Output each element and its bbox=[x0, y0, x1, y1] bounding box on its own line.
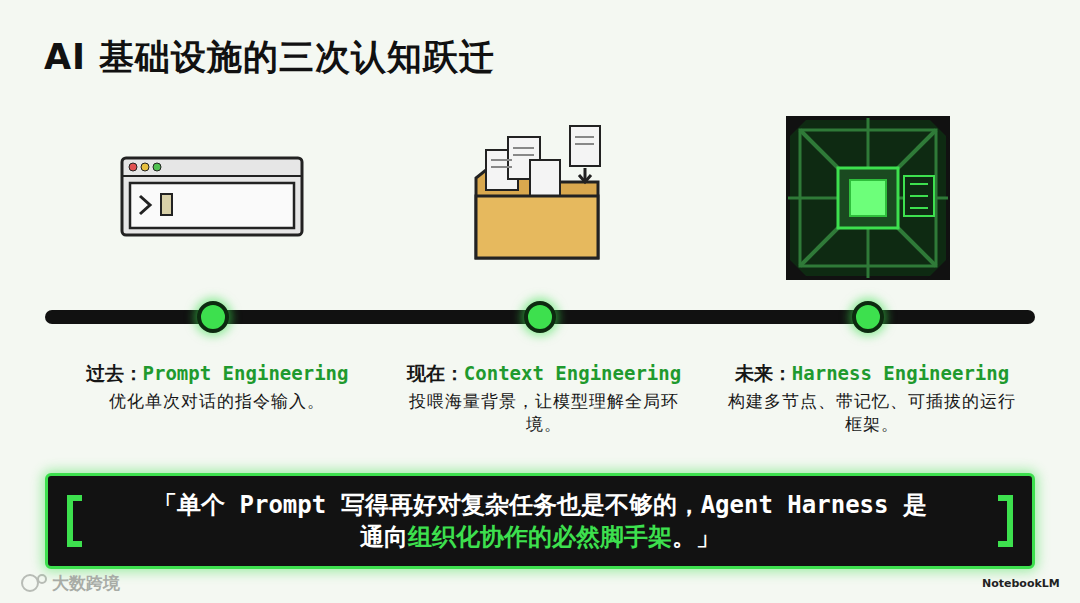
milestone-description: 构建多节点、带记忆、可插拔的运行框架。 bbox=[722, 390, 1022, 436]
bracket bbox=[70, 498, 82, 544]
milestone-caption: 现在：Context Engineering 投喂海量背景，让模型理解全局环境。 bbox=[384, 361, 704, 436]
title: AI 基础设施的三次认知跃迁 bbox=[44, 34, 495, 81]
timeline-milestone: 未来：Harness Engineering构建多节点、带记忆、可插拔的运行框架… bbox=[852, 301, 884, 333]
quote-box: 「单个 Prompt 写得再好对复杂任务也是不够的，Agent Harness … bbox=[45, 473, 1035, 569]
watermark-icon bbox=[22, 575, 46, 591]
era-label: 过去： bbox=[86, 362, 143, 384]
bracket-decoration bbox=[48, 476, 1032, 566]
timeline-milestone: 现在：Context Engineering投喂海量背景，让模型理解全局环境。 bbox=[524, 301, 556, 333]
milestone-heading: 现在：Context Engineering bbox=[384, 361, 704, 387]
milestone-description: 投喂海量背景，让模型理解全局环境。 bbox=[394, 390, 694, 436]
timeline-segment bbox=[229, 310, 524, 324]
quote-part: 。」 bbox=[672, 523, 720, 551]
engineering-name: Harness Engineering bbox=[792, 362, 1009, 384]
chip-scaffold-icon bbox=[786, 116, 950, 280]
timeline-segment bbox=[556, 310, 852, 324]
milestone-heading: 未来：Harness Engineering bbox=[712, 361, 1032, 387]
engineering-name: Prompt Engineering bbox=[143, 362, 349, 384]
quote-text: 「单个 Prompt 写得再好对复杂任务也是不够的，Agent Harness … bbox=[145, 489, 935, 554]
engineering-name: Context Engineering bbox=[464, 362, 681, 384]
milestone-heading: 过去：Prompt Engineering bbox=[57, 361, 377, 387]
timeline-milestone: 过去：Prompt Engineering优化单次对话的指令输入。 bbox=[197, 301, 229, 333]
era-label: 未来： bbox=[735, 362, 792, 384]
bracket bbox=[998, 498, 1010, 544]
watermark: 大数跨境 bbox=[52, 572, 120, 595]
era-label: 现在： bbox=[407, 362, 464, 384]
milestone-description: 优化单次对话的指令输入。 bbox=[67, 390, 367, 413]
folder-icon bbox=[476, 126, 600, 258]
milestone-caption: 过去：Prompt Engineering 优化单次对话的指令输入。 bbox=[57, 361, 377, 413]
milestone-caption: 未来：Harness Engineering 构建多节点、带记忆、可插拔的运行框架… bbox=[712, 361, 1032, 436]
terminal-icon bbox=[122, 158, 302, 235]
highlight-text: 组织化协作的必然脚手架 bbox=[408, 523, 672, 551]
brand-mark: NotebookLM bbox=[982, 577, 1060, 590]
